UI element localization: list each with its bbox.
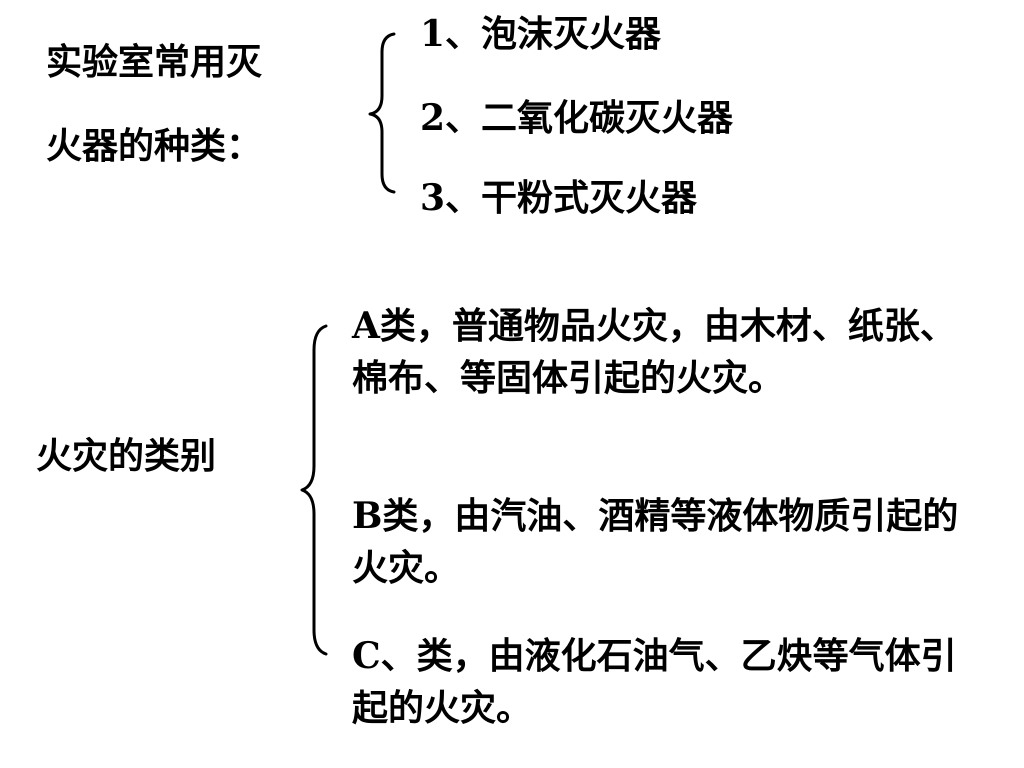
fire-classes-brace xyxy=(300,324,328,656)
extinguisher-item-1: 1、泡沫灭火器 xyxy=(420,13,662,55)
extinguisher-types-heading-line2: 火器的种类： xyxy=(46,125,263,167)
fire-class-b: B类，由汽油、酒精等液体物质引起的火灾。 xyxy=(352,495,959,589)
extinguisher-item-2: 2、二氧化碳灭火器 xyxy=(420,97,734,139)
fire-class-c: C、类，由液化石油气、乙炔等气体引起的火灾。 xyxy=(352,635,957,729)
fire-classes-heading: 火灾的类别 xyxy=(36,435,217,477)
fire-class-a: A类，普通物品火灾，由木材、纸张、棉布、等固体引起的火灾。 xyxy=(352,305,956,399)
extinguisher-brace xyxy=(368,32,396,194)
extinguisher-item-3: 3、干粉式灭火器 xyxy=(420,177,698,219)
extinguisher-types-heading-line1: 实验室常用灭 xyxy=(46,41,263,83)
